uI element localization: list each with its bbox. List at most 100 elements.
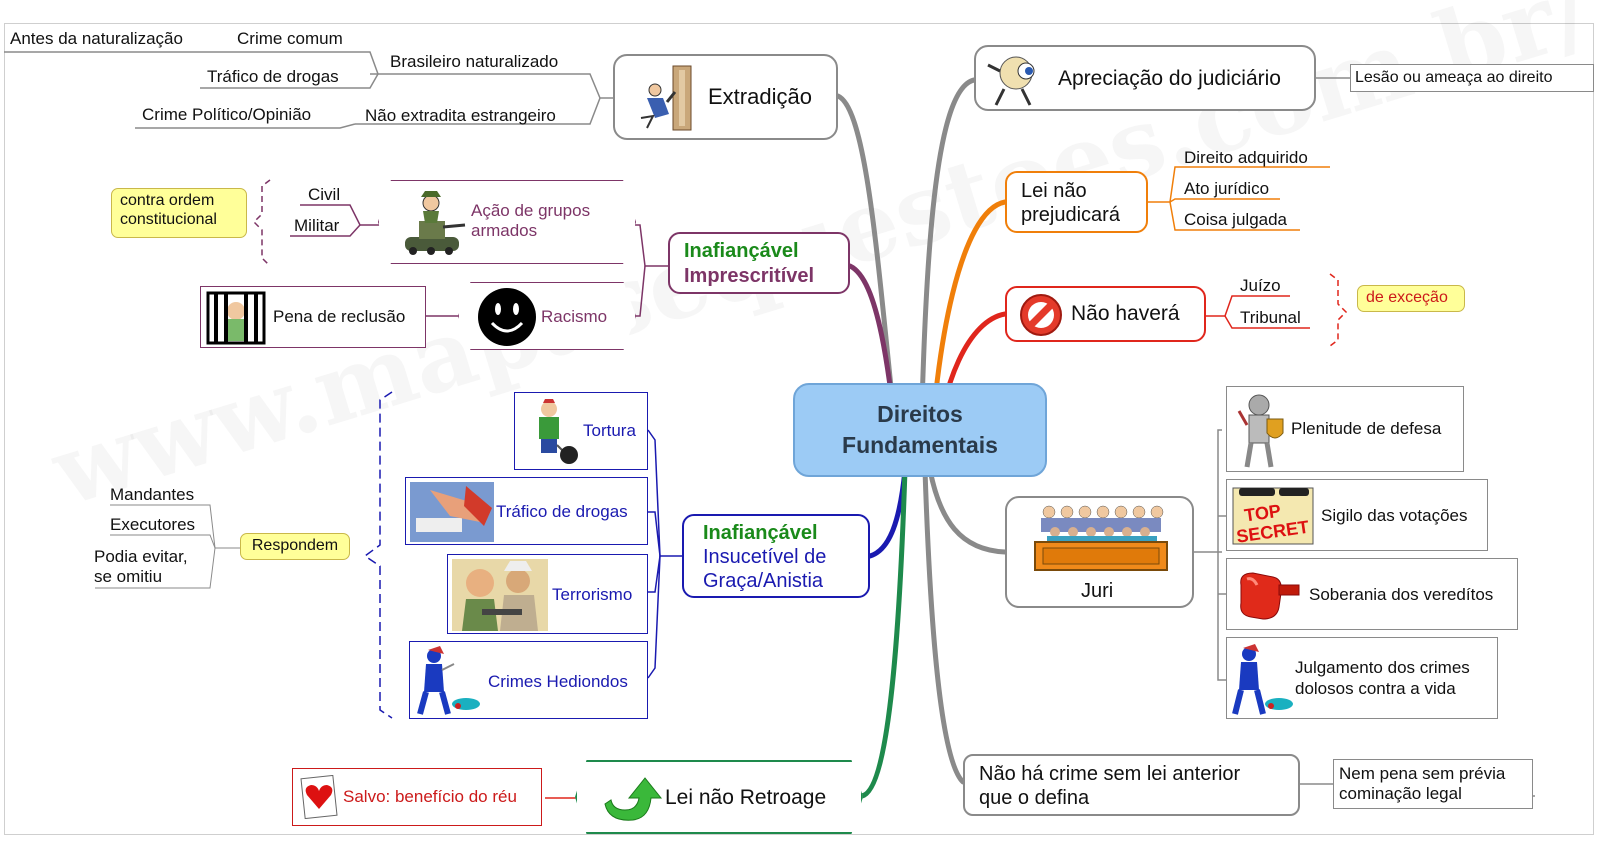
crime-sem-lei-line2: que o defina [979, 787, 1090, 809]
jury-icon [1033, 502, 1169, 574]
heart-card-icon [299, 774, 339, 820]
lei-nao-line1: Lei não [1021, 180, 1087, 202]
tank-soldier-icon [397, 187, 467, 259]
lei-nao-item-0[interactable]: Direito adquirido [1184, 148, 1308, 167]
nao-havera-title: Não haverá [1071, 302, 1180, 325]
center-node[interactable]: Direitos Fundamentais [793, 383, 1047, 477]
canvas-border [4, 23, 1594, 835]
pena-reclusao-node[interactable]: Pena de reclusão [200, 286, 426, 348]
killer-icon [414, 646, 484, 716]
imprescritivel-militar[interactable]: Militar [294, 216, 340, 235]
extradicao-crime-comum[interactable]: Crime comum [237, 29, 343, 48]
nem-pena-line1: Nem pena sem prévia [1339, 764, 1506, 783]
lei-nao-item-2[interactable]: Coisa julgada [1184, 210, 1288, 229]
nao-havera-juizo[interactable]: Juízo [1240, 276, 1281, 295]
extradicao-estrangeiro[interactable]: Não extradita estrangeiro [365, 106, 556, 125]
soberania-node[interactable]: Soberania dos veredítos [1226, 558, 1518, 630]
trafico-node[interactable]: Tráfico de drogas [405, 477, 648, 545]
branch-retroage [859, 467, 908, 799]
nem-pena-line2: cominação legal [1339, 784, 1462, 803]
extradicao-trafico[interactable]: Tráfico de drogas [207, 67, 339, 86]
return-arrow-icon [599, 774, 663, 824]
racismo-label: Racismo [541, 307, 608, 326]
plenitude-node[interactable]: Plenitude de defesa [1226, 386, 1464, 472]
lei-nao-line2: prejudicará [1021, 204, 1120, 226]
terrorismo-node[interactable]: Terrorismo [447, 554, 648, 634]
nao-havera-node[interactable]: Não haverá [1005, 286, 1206, 342]
knight-icon [1231, 391, 1287, 469]
respondem-note[interactable]: Respondem [240, 533, 350, 560]
extradicao-crime-politico[interactable]: Crime Político/Opinião [142, 105, 312, 124]
terrorists-icon [452, 559, 548, 631]
imprescritivel-title2: Imprescritível [684, 265, 815, 287]
contra-ordem-line1: contra ordem [120, 192, 215, 209]
acao-grupos-node[interactable]: Ação de grupos armados [378, 180, 636, 264]
lesao-label: Lesão ou ameaça ao direito [1355, 69, 1553, 86]
retroage-node[interactable]: Lei não Retroage [575, 760, 863, 834]
de-excecao-note[interactable]: de exceção [1357, 285, 1465, 312]
gavel-icon [1233, 565, 1301, 625]
imprescritivel-node[interactable]: Inafiançável Imprescritível [668, 232, 850, 294]
insucetivel-title1: Inafiançável [703, 522, 818, 544]
soberania-label: Soberania dos veredítos [1309, 585, 1494, 604]
imprescritivel-title1: Inafiançável [684, 240, 799, 262]
pena-reclusao-label: Pena de reclusão [273, 307, 406, 326]
extradicao-antes[interactable]: Antes da naturalização [10, 29, 183, 48]
terrorismo-label: Terrorismo [552, 585, 633, 604]
prisoner-ball-icon [521, 397, 581, 467]
killer-icon-2 [1231, 644, 1295, 716]
nem-pena-leaf[interactable]: Nem pena sem prévia cominação legal [1333, 759, 1533, 809]
eye-judge-icon [986, 51, 1048, 109]
lei-nao-node[interactable]: Lei não prejudicará [1005, 171, 1148, 233]
apreciacao-node[interactable]: Apreciação do judiciário [974, 45, 1316, 111]
imprescritivel-civil[interactable]: Civil [308, 185, 341, 204]
insucetivel-title2: Insucetível de [703, 546, 827, 568]
lesao-leaf[interactable]: Lesão ou ameaça ao direito [1350, 64, 1594, 92]
apreciacao-title: Apreciação do judiciário [1058, 67, 1281, 90]
contra-ordem-note[interactable]: contra ordem constitucional [111, 188, 247, 238]
retroage-title: Lei não Retroage [665, 786, 827, 809]
insucetivel-title3: Graça/Anistia [703, 570, 824, 592]
juri-node[interactable]: Juri [1005, 496, 1194, 608]
insucetivel-podia2[interactable]: se omitiu [94, 567, 163, 586]
salvo-node[interactable]: Salvo: benefício do réu [292, 768, 542, 826]
crime-sem-lei-node[interactable]: Não há crime sem lei anterior que o defi… [963, 754, 1300, 816]
insucetivel-executores[interactable]: Executores [110, 515, 196, 534]
juri-title: Juri [1081, 580, 1114, 602]
top-secret-icon: TOP SECRET [1231, 484, 1315, 548]
drugs-icon [410, 482, 494, 542]
lei-nao-item-1[interactable]: Ato jurídico [1184, 179, 1270, 198]
extradicao-node[interactable]: Extradição [613, 54, 838, 140]
nao-havera-tribunal[interactable]: Tribunal [1240, 308, 1301, 327]
acao-grupos-line1: Ação de grupos [471, 201, 591, 220]
tortura-node[interactable]: Tortura [514, 392, 648, 470]
julgamento-line2: dolosos contra a vida [1295, 679, 1456, 698]
prohibited-icon [1019, 293, 1063, 337]
extradicao-title: Extradição [708, 84, 812, 109]
extradition-door-icon [633, 62, 699, 134]
extradicao-brasileiro[interactable]: Brasileiro naturalizado [390, 52, 559, 71]
center-title-line1: Direitos [877, 401, 963, 427]
salvo-label: Salvo: benefício do réu [343, 787, 517, 806]
insucetivel-node[interactable]: Inafiançável Insucetível de Graça/Anisti… [682, 514, 870, 598]
julgamento-line1: Julgamento dos crimes [1295, 658, 1470, 677]
insucetivel-podia1[interactable]: Podia evitar, [94, 547, 188, 566]
branch-juri [927, 467, 1008, 555]
tortura-label: Tortura [583, 421, 636, 440]
sigilo-label: Sigilo das votações [1321, 506, 1468, 525]
sigilo-node[interactable]: TOP SECRET Sigilo das votações [1226, 479, 1488, 551]
insucetivel-mandantes[interactable]: Mandantes [110, 485, 195, 504]
crime-sem-lei-line1: Não há crime sem lei anterior [979, 763, 1241, 785]
trafico-label: Tráfico de drogas [496, 502, 628, 521]
hediondos-label: Crimes Hediondos [488, 672, 628, 691]
center-title-line2: Fundamentais [842, 432, 998, 458]
julgamento-node[interactable]: Julgamento dos crimes dolosos contra a v… [1226, 637, 1498, 719]
acao-grupos-line2: armados [471, 221, 538, 240]
plenitude-label: Plenitude de defesa [1291, 419, 1442, 438]
jail-icon [206, 291, 266, 345]
branch-crime-sem-lei [922, 467, 966, 785]
racismo-node[interactable]: Racismo [458, 282, 636, 350]
hediondos-node[interactable]: Crimes Hediondos [409, 641, 648, 719]
contra-ordem-line2: constitucional [120, 211, 217, 228]
